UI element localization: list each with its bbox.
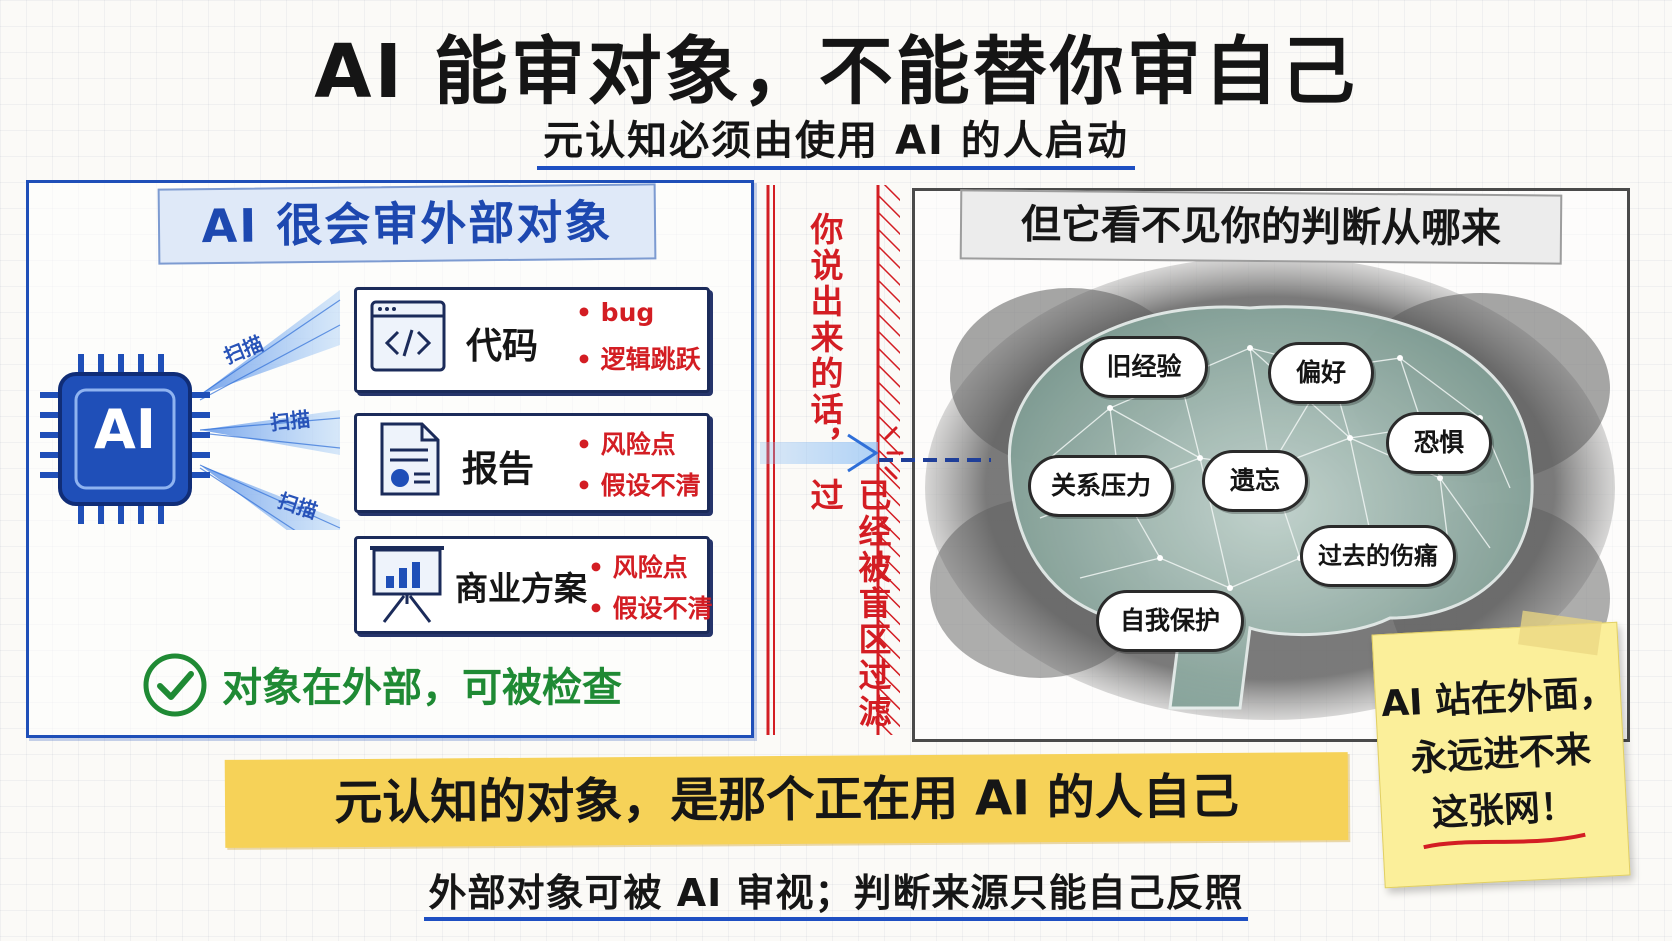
object-note-report-1: • 风险点: [576, 430, 676, 459]
ai-chip-icon: [40, 354, 210, 524]
object-note-report-2: • 假设不清: [576, 471, 701, 500]
scan-beam-top: [200, 290, 340, 395]
bubble-fear: 恐惧: [1386, 412, 1492, 474]
sticky-underline: [1423, 832, 1586, 850]
object-title-code: 代码: [466, 326, 539, 367]
object-note-code-1: • bug: [576, 298, 655, 327]
bubble-old-experience: 旧经验: [1080, 336, 1208, 398]
report-document-icon: [380, 422, 440, 496]
blind-spot-text-2: 已经被盲区过滤过: [805, 478, 892, 730]
right-heading: 但它看不见你的判断从哪来: [959, 189, 1563, 265]
checkmark-circle-icon: [143, 653, 207, 717]
object-note-code-2: • 逻辑跳跃: [576, 345, 701, 374]
check-text: 对象在外部，可被检查: [222, 665, 622, 711]
object-title-report: 报告: [462, 449, 535, 490]
sticky-line-1: AI 站在外面，: [1380, 671, 1616, 726]
bubble-self-protection: 自我保护: [1096, 590, 1244, 652]
page-title: AI 能审对象，不能替你审自己: [314, 29, 1358, 115]
object-note-business-1: • 风险点: [588, 553, 688, 582]
bubble-preference: 偏好: [1268, 342, 1374, 404]
code-window-icon: [370, 300, 446, 372]
bubble-past-pain: 过去的伤痛: [1300, 525, 1456, 587]
object-title-business-plan: 商业方案: [455, 569, 587, 608]
bottom-note: 外部对象可被 AI 审视；判断来源只能自己反照: [0, 862, 1672, 921]
bubble-forgetting: 遗忘: [1202, 450, 1308, 512]
presentation-board-icon: [370, 546, 444, 623]
page-subtitle: 元认知必须由使用 AI 的人启动: [0, 108, 1672, 170]
bottom-note-text: 外部对象可被 AI 审视；判断来源只能自己反照: [424, 871, 1248, 921]
dashed-arrow-line: [879, 458, 991, 462]
sticky-line-3: 这张网！: [1430, 786, 1577, 835]
scan-label-mid: 扫描: [269, 406, 312, 436]
left-heading: AI 很会审外部对象: [157, 183, 657, 265]
sticky-line-2: 永远进不来: [1410, 729, 1592, 780]
bubble-relationship-pressure: 关系压力: [1028, 455, 1174, 517]
object-note-business-2: • 假设不清: [588, 594, 713, 623]
sticky-note: AI 站在外面， 永远进不来 这张网！: [1371, 621, 1631, 889]
beam-lines: [199, 299, 341, 530]
subtitle-text: 元认知必须由使用 AI 的人启动: [537, 118, 1135, 170]
conclusion-banner: 元认知的对象，是那个正在用 AI 的人自己: [224, 752, 1349, 848]
ai-chip-label: AI: [94, 398, 156, 461]
blind-spot-text-1: 你说出来的话，: [805, 212, 844, 464]
scan-beams: [199, 290, 341, 530]
